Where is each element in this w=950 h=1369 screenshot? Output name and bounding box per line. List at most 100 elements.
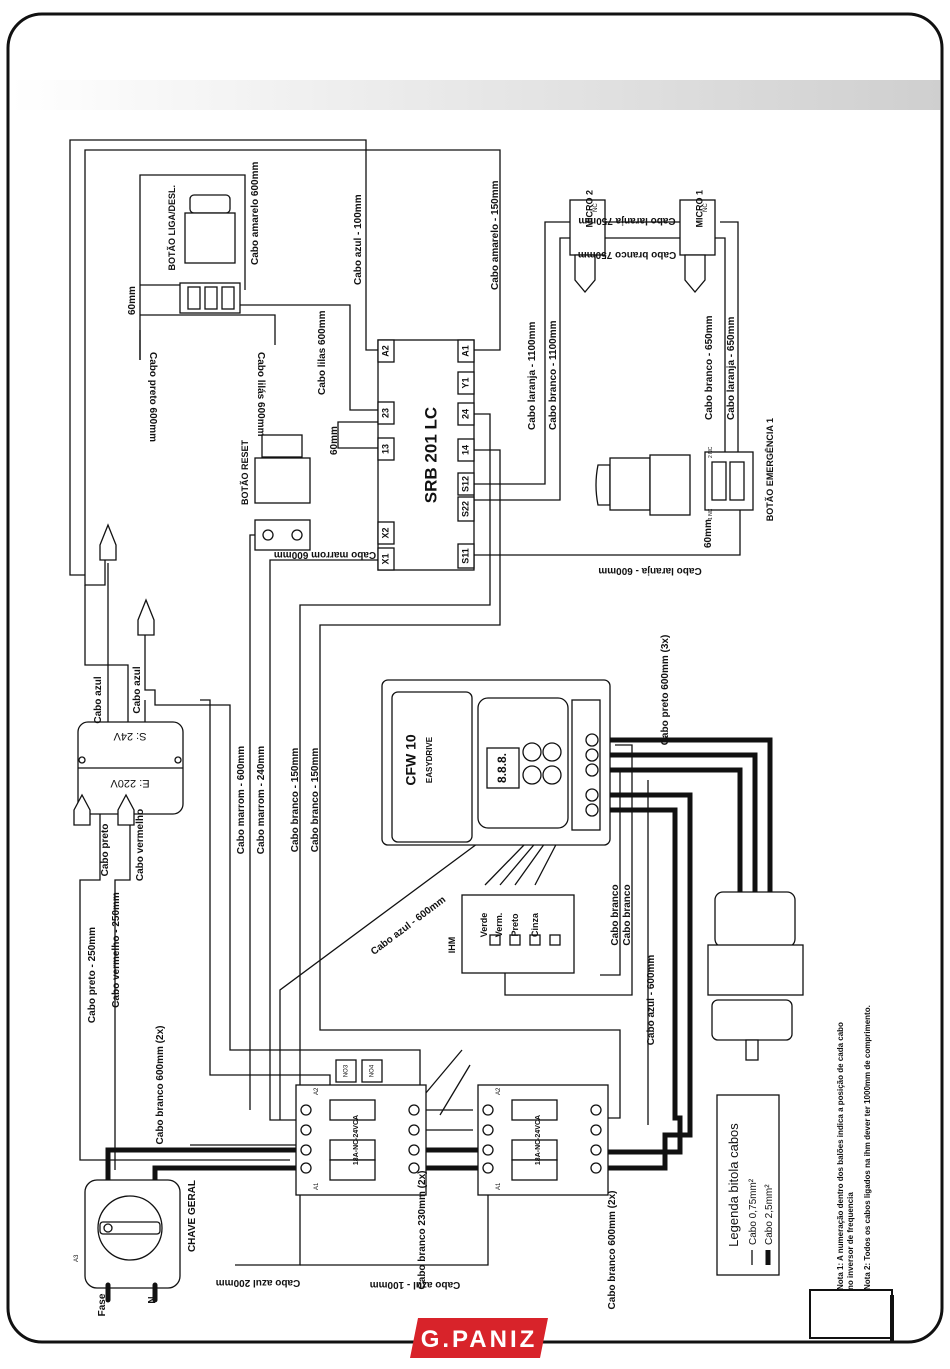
contactor-2: 18A-NC-24VCA A2 A1 xyxy=(477,1084,609,1196)
cable-branco-a: Cabo branco xyxy=(610,884,621,945)
terminal-s11: S11 xyxy=(460,548,470,564)
transformer: S: 24V E: 220V xyxy=(77,721,184,815)
on-off-button-label: BOTÃO LIGA/DESL. xyxy=(167,185,177,271)
contactor-1-a1: A1 xyxy=(314,1182,320,1190)
ihm-wire-preto: Preto xyxy=(510,913,520,937)
cable-preto-600: Cabo preto 600mm xyxy=(147,352,158,442)
contactor-2-a1: A1 xyxy=(496,1182,502,1190)
cable-legend: Legenda bitola cabos Cabo 0,75mm² Cabo 2… xyxy=(716,1094,780,1276)
emergency-2nc: 2 NC xyxy=(708,446,714,458)
cable-60mm-top: 60mm xyxy=(127,286,138,315)
contactor-2-model: 18A-NC-24VCA xyxy=(535,1115,542,1165)
emergency-button: 2 NC 1 NC BOTÃO EMERGÊNCIA 1 xyxy=(595,418,775,521)
terminal-23: 23 xyxy=(380,408,390,418)
cable-laranja-600: Cabo laranja - 600mm xyxy=(598,565,701,576)
motor xyxy=(707,891,804,1061)
cable-branco-650: Cabo branco - 650mm xyxy=(704,315,715,420)
legend-thick: Cabo 2,5mm² xyxy=(764,1184,775,1245)
controller-left-terminals: A2 23 13 X2 X1 xyxy=(377,339,395,571)
aux-no3: NO3 xyxy=(344,1064,350,1077)
cable-laranja-750: Cabo laranja 750mm xyxy=(578,215,675,226)
cable-azul-100b: Cabo azul - 100mm xyxy=(370,1279,461,1290)
inverter-model: CFW 10 xyxy=(403,734,419,786)
cable-amarelo-150: Cabo amarelo - 150mm xyxy=(490,180,501,290)
cable-branco-150b: Cabo branco - 150mm xyxy=(310,748,321,853)
main-switch-code: A3 xyxy=(74,1254,80,1262)
contactor-1-model: 18A-NC-24VCA xyxy=(353,1115,360,1165)
cable-branco-b: Cabo branco xyxy=(622,884,633,945)
srb-controller: A2 23 13 X2 X1 A1 Y1 24 14 S12 S22 S11 S… xyxy=(377,339,475,571)
ihm-wire-verde: Verde xyxy=(479,913,489,938)
cable-preto-250: Cabo preto - 250mm xyxy=(87,927,98,1023)
title-block xyxy=(809,1289,893,1339)
cable-marrom-600: Cabo marrom - 600mm xyxy=(236,746,247,854)
terminal-13: 13 xyxy=(380,444,390,454)
emergency-1nc: 1 NC xyxy=(708,508,714,520)
cable-azul-200: Cabo azul 200mm xyxy=(216,1277,301,1288)
cable-azul-600b: Cabo azul - 600mm xyxy=(646,955,657,1046)
cable-azul-right: Cabo azul xyxy=(132,666,143,713)
cable-marrom-600b: Cabo marrom 600mm xyxy=(274,549,376,560)
terminal-a2: A2 xyxy=(380,345,390,357)
terminal-24: 24 xyxy=(460,409,470,419)
reset-button: BOTÃO RESET xyxy=(240,434,311,551)
cable-marrom-240: Cabo marrom - 240mm xyxy=(256,746,267,854)
reset-button-label: BOTÃO RESET xyxy=(240,440,250,506)
note-1b: no inversor de frequencia xyxy=(846,1192,855,1290)
cable-azul-left: Cabo azul xyxy=(93,676,104,723)
cable-branco-150a: Cabo branco - 150mm xyxy=(290,748,301,853)
ihm-wire-cinza: Cinza xyxy=(530,912,540,937)
transformer-secondary: S: 24V xyxy=(113,730,147,742)
cable-branco-750: Cabo branco 750mm xyxy=(578,249,676,260)
note-1a: Nota 1: A numeração dentro dos balões in… xyxy=(836,1022,845,1290)
terminal-s12: S12 xyxy=(460,476,470,492)
main-switch-label: CHAVE GERAL xyxy=(187,1180,198,1252)
aux-no4: NO4 xyxy=(370,1064,376,1077)
cable-laranja-1100: Cabo laranja - 1100mm xyxy=(527,322,538,430)
brand-logo-text: G.PANIZ xyxy=(421,1326,538,1353)
phase-label: Fase xyxy=(97,1293,108,1316)
frequency-inverter: 8.8.8. CFW 10 EASYDRIVE xyxy=(381,679,611,846)
brand-logo: G.PANIZ xyxy=(410,1318,548,1358)
cable-branco-2x: Cabo branco 600mm (2x) xyxy=(155,1026,166,1145)
header-band xyxy=(10,80,940,110)
note-2: Nota 2: Todos os cabos ligados na ihm de… xyxy=(863,1005,872,1290)
transformer-primary: E: 220V xyxy=(110,777,150,789)
terminal-a1: A1 xyxy=(460,345,470,357)
cable-branco-230: Cabo branco 230mm (2x) xyxy=(417,1171,428,1290)
inverter-display: 8.8.8. xyxy=(495,753,509,783)
micro-2-nc: NC xyxy=(593,203,599,212)
terminal-14: 14 xyxy=(460,445,470,455)
contactor-2-a2: A2 xyxy=(496,1087,502,1095)
terminal-x1: X1 xyxy=(380,553,390,564)
controller-right-terminals: A1 Y1 24 14 S12 S22 S11 xyxy=(457,339,475,569)
cable-azul-600: Cabo azul - 600mm xyxy=(369,894,448,957)
thick-wires xyxy=(105,737,773,1193)
cable-60mm-jumper: 60mm xyxy=(329,426,340,455)
micro-switch-1: MICRO 1 NC xyxy=(679,190,716,294)
brand-logo-badge xyxy=(410,1318,548,1358)
cable-laranja-650: Cabo laranja - 650mm xyxy=(726,317,737,420)
crimp-terminals xyxy=(73,523,155,826)
cable-lilas-600: Cabo lilas 600mm xyxy=(317,310,328,395)
controller-title: SRB 201 LC xyxy=(421,407,440,503)
micro-switch-2: MICRO 2 NC xyxy=(569,190,606,294)
micro-1-label: MICRO 1 xyxy=(694,190,704,228)
legend-thin: Cabo 0,75mm² xyxy=(748,1178,759,1245)
terminal-x2: X2 xyxy=(380,527,390,538)
terminal-y1: Y1 xyxy=(460,377,470,388)
cable-lilas-600b: Cabo lilás 600mm xyxy=(255,352,266,437)
emergency-button-label: BOTÃO EMERGÊNCIA 1 xyxy=(764,418,775,521)
ihm-label: IHM xyxy=(447,937,457,954)
micro-1-nc: NC xyxy=(703,203,709,212)
cable-branco-600-2x: Cabo branco 600mm (2x) xyxy=(607,1191,618,1310)
micro-2-label: MICRO 2 xyxy=(584,190,594,228)
thin-wires xyxy=(69,139,741,1266)
on-off-button: BOTÃO LIGA/DESL. xyxy=(167,185,241,314)
cable-vermelho: Cabo vermelho xyxy=(135,809,146,881)
cable-preto: Cabo preto xyxy=(100,824,111,877)
cable-branco-1100: Cabo branco - 1100mm xyxy=(548,320,559,430)
page-frame xyxy=(6,12,944,1344)
legend-title: Legenda bitola cabos xyxy=(726,1123,741,1247)
